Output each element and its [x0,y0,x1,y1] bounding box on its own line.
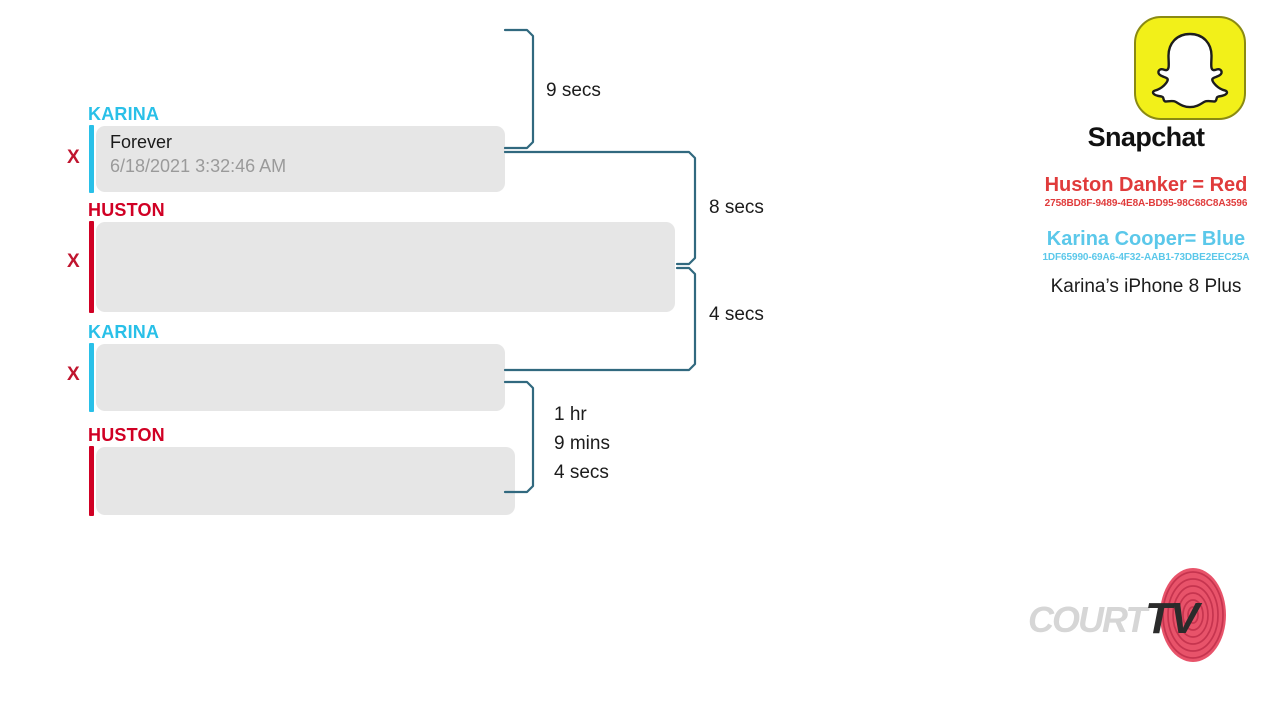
sender-accent-bar-2 [89,221,94,313]
legend-entry-huston-name: Huston Danker = Red [1044,174,1248,196]
sender-label-4: HUSTON [88,425,165,445]
message-bubble-2 [96,222,675,312]
interval-bracket-4 [503,380,545,502]
message-body-1: Forever [110,132,173,152]
snapchat-wordmark: Snapchat [1087,122,1205,152]
court-tv-court-text: COURT [1028,599,1147,640]
interval-label-3: 4 secs [709,304,764,325]
deleted-marker-1: X [67,147,80,168]
message-timestamp-1: 6/18/2021 3:32:46 AM [110,156,287,176]
interval-label-1: 9 secs [546,80,601,101]
legend-device-name: Karina’s iPhone 8 Plus [1050,276,1242,297]
message-bubble-1: Forever 6/18/2021 3:32:46 AM [96,126,505,192]
sender-accent-bar-1 [89,125,94,193]
legend-entry-karina-name: Karina Cooper= Blue [1046,228,1246,250]
legend-entry-karina-guid: 1DF65990-69A6-4F32-AAB1-73DBE2EEC25A [1042,252,1250,263]
interval-bracket-3 [503,266,705,378]
interval-label-4: 1 hr 9 mins 4 secs [554,404,610,483]
sender-accent-bar-4 [89,446,94,516]
deleted-marker-2: X [67,251,80,272]
message-bubble-4 [96,447,515,515]
sender-label-3: KARINA [88,322,160,342]
sender-label-2: HUSTON [88,200,165,220]
fingerprint-icon [1156,566,1230,664]
interval-bracket-2 [503,150,705,272]
interval-bracket-1 [503,28,545,158]
deleted-marker-3: X [67,364,80,385]
sender-label-1: KARINA [88,104,160,124]
sender-accent-bar-3 [89,343,94,412]
legend-panel: Snapchat Huston Danker = Red 2758BD8F-94… [1012,0,1280,720]
snapchat-ghost-icon [1134,16,1246,120]
court-tv-tv-text: TV [1145,594,1199,643]
interval-label-2: 8 secs [709,197,764,218]
court-tv-watermark: COURT TV [1028,566,1233,666]
message-bubble-3 [96,344,505,411]
legend-entry-huston-guid: 2758BD8F-9489-4E8A-BD95-98C68C8A3596 [1044,198,1248,209]
